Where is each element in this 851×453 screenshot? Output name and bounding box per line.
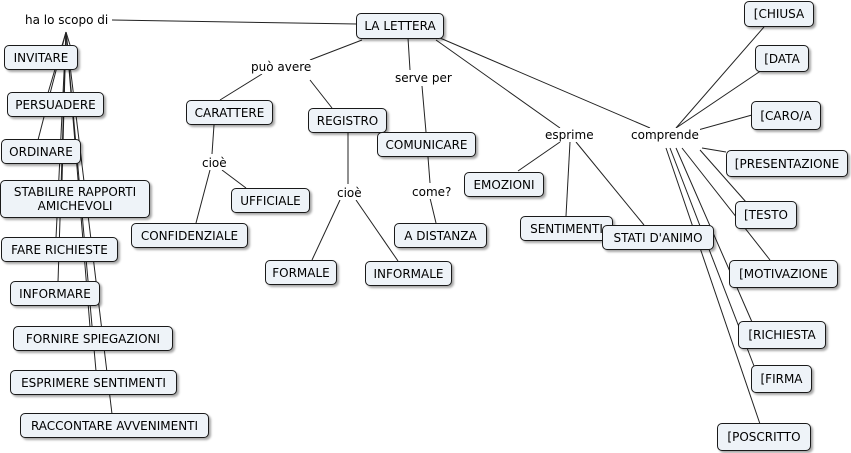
concept-poscritto[interactable]: [POSCRITTO bbox=[717, 423, 811, 451]
concept-comunicare[interactable]: COMUNICARE bbox=[377, 132, 476, 157]
concept-formale[interactable]: FORMALE bbox=[265, 260, 337, 285]
link-label-serves: serve per bbox=[394, 71, 453, 85]
link-label-cioe-1: cioè bbox=[201, 156, 228, 170]
concept-caro-a[interactable]: [CARO/A bbox=[751, 101, 821, 130]
concept-data[interactable]: [DATA bbox=[755, 45, 809, 72]
concept-chiusa[interactable]: [CHIUSA bbox=[744, 1, 814, 27]
concept-fornire-spiegazioni[interactable]: FORNIRE SPIEGAZIONI bbox=[13, 326, 173, 351]
concept-ufficiale[interactable]: UFFICIALE bbox=[231, 188, 310, 213]
concept-carattere[interactable]: CARATTERE bbox=[186, 100, 273, 125]
concept-richiesta[interactable]: [RICHIESTA bbox=[738, 321, 826, 349]
concept-invitare[interactable]: INVITARE bbox=[4, 45, 78, 70]
concept-confidenziale[interactable]: CONFIDENZIALE bbox=[131, 223, 248, 248]
concept-raccontare-avvenimenti[interactable]: RACCONTARE AVVENIMENTI bbox=[20, 413, 209, 438]
link-label-includes: comprende bbox=[630, 128, 700, 142]
concept-stabilire-rapporti[interactable]: STABILIRE RAPPORTI AMICHEVOLI bbox=[0, 180, 150, 218]
link-label-cioe-2: cioè bbox=[336, 186, 363, 200]
concept-registro[interactable]: REGISTRO bbox=[308, 108, 387, 133]
concept-root[interactable]: LA LETTERA bbox=[356, 13, 444, 39]
link-label-purpose: ha lo scopo di bbox=[24, 13, 110, 27]
concept-testo[interactable]: [TESTO bbox=[735, 201, 797, 229]
concept-persuadere[interactable]: PERSUADERE bbox=[7, 92, 104, 117]
concept-emozioni[interactable]: EMOZIONI bbox=[464, 172, 544, 197]
concept-informale[interactable]: INFORMALE bbox=[365, 261, 452, 286]
concept-fare-richieste[interactable]: FARE RICHIESTE bbox=[1, 237, 118, 262]
concept-motivazione[interactable]: [MOTIVAZIONE bbox=[729, 260, 838, 288]
concept-presentazione[interactable]: [PRESENTAZIONE bbox=[726, 150, 848, 177]
concept-esprimere-sentimenti[interactable]: ESPRIMERE SENTIMENTI bbox=[10, 370, 177, 395]
link-label-can-have: può avere bbox=[250, 60, 313, 74]
link-label-how: come? bbox=[411, 185, 453, 199]
concept-stati-d-animo[interactable]: STATI D'ANIMO bbox=[602, 225, 714, 250]
concept-a-distanza[interactable]: A DISTANZA bbox=[394, 223, 487, 248]
concept-ordinare[interactable]: ORDINARE bbox=[1, 139, 81, 164]
link-label-expresses: esprime bbox=[544, 128, 595, 142]
concept-firma[interactable]: [FIRMA bbox=[751, 365, 812, 393]
concept-informare[interactable]: INFORMARE bbox=[10, 281, 100, 306]
concept-sentimenti[interactable]: SENTIMENTI bbox=[520, 216, 613, 241]
